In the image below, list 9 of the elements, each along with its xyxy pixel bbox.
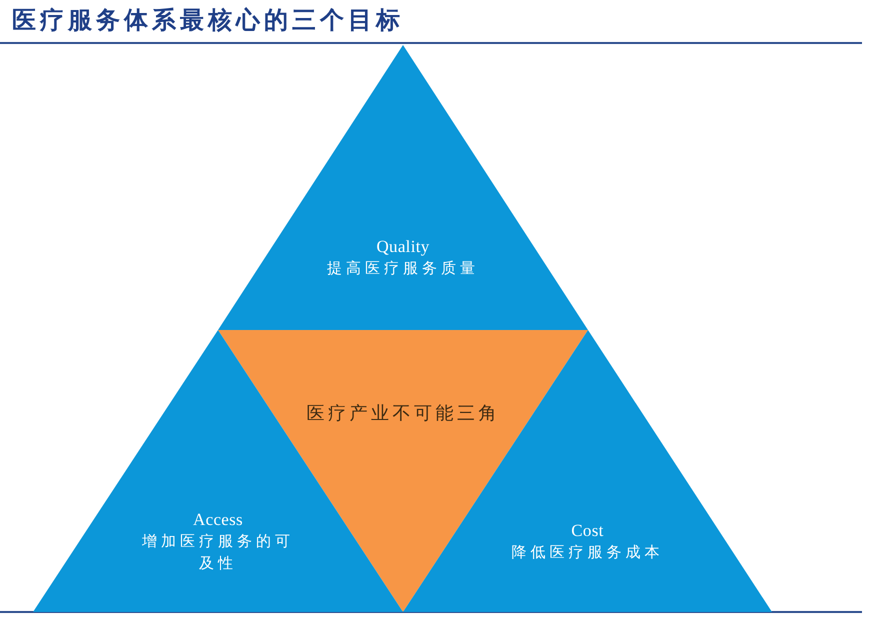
title: 医疗服务体系最核心的三个目标 [12, 6, 404, 36]
segment-heading: Cost [571, 520, 604, 542]
segment-description: 提高医疗服务质量 [327, 259, 479, 279]
segment-heading: Access [193, 509, 243, 531]
segment-heading: Quality [376, 236, 430, 258]
segment-description: 降低医疗服务成本 [512, 544, 664, 563]
triangle-segment [218, 45, 588, 330]
center-label: 医疗产业不可能三角 [306, 402, 500, 425]
segment-description: 增加医疗服务的可及性 [141, 532, 295, 574]
